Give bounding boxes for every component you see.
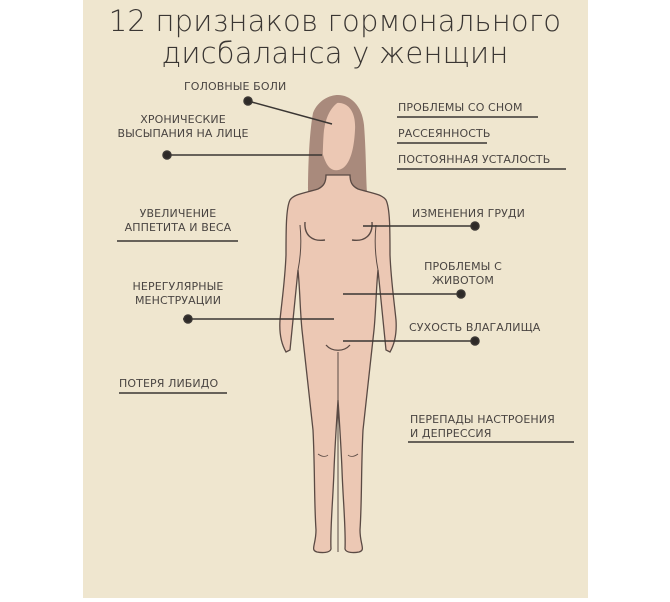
label-stomach-line1: ПРОБЛЕМЫ С [424, 260, 502, 273]
label-sleep: ПРОБЛЕМЫ СО СНОМ [398, 101, 523, 114]
title-line-2: дисбаланса у женщин [161, 36, 509, 70]
label-libido: ПОТЕРЯ ЛИБИДО [119, 377, 219, 390]
label-distraction: РАССЕЯННОСТЬ [398, 127, 491, 140]
label-stomach-line2: ЖИВОТОМ [432, 274, 494, 287]
label-acne-line1: ХРОНИЧЕСКИЕ [140, 113, 226, 126]
label-menstruation-line1: НЕРЕГУЛЯРНЫЕ [132, 280, 224, 293]
label-acne-line2: ВЫСЫПАНИЯ НА ЛИЦЕ [117, 127, 249, 140]
label-dryness: СУХОСТЬ ВЛАГАЛИЩА [409, 321, 541, 334]
label-breast: ИЗМЕНЕНИЯ ГРУДИ [412, 207, 525, 220]
label-mood-line1: ПЕРЕПАДЫ НАСТРОЕНИЯ [410, 413, 555, 426]
label-menstruation-line2: МЕНСТРУАЦИИ [134, 294, 222, 307]
title-line-1: 12 признаков гормонального [108, 4, 562, 38]
label-appetite-line2: АППЕТИТА И ВЕСА [124, 221, 232, 234]
label-mood-line2: И ДЕПРЕССИЯ [410, 427, 492, 440]
label-headache: ГОЛОВНЫЕ БОЛИ [184, 80, 287, 93]
label-fatigue: ПОСТОЯННАЯ УСТАЛОСТЬ [398, 153, 551, 166]
label-appetite-line1: УВЕЛИЧЕНИЕ [139, 207, 217, 220]
